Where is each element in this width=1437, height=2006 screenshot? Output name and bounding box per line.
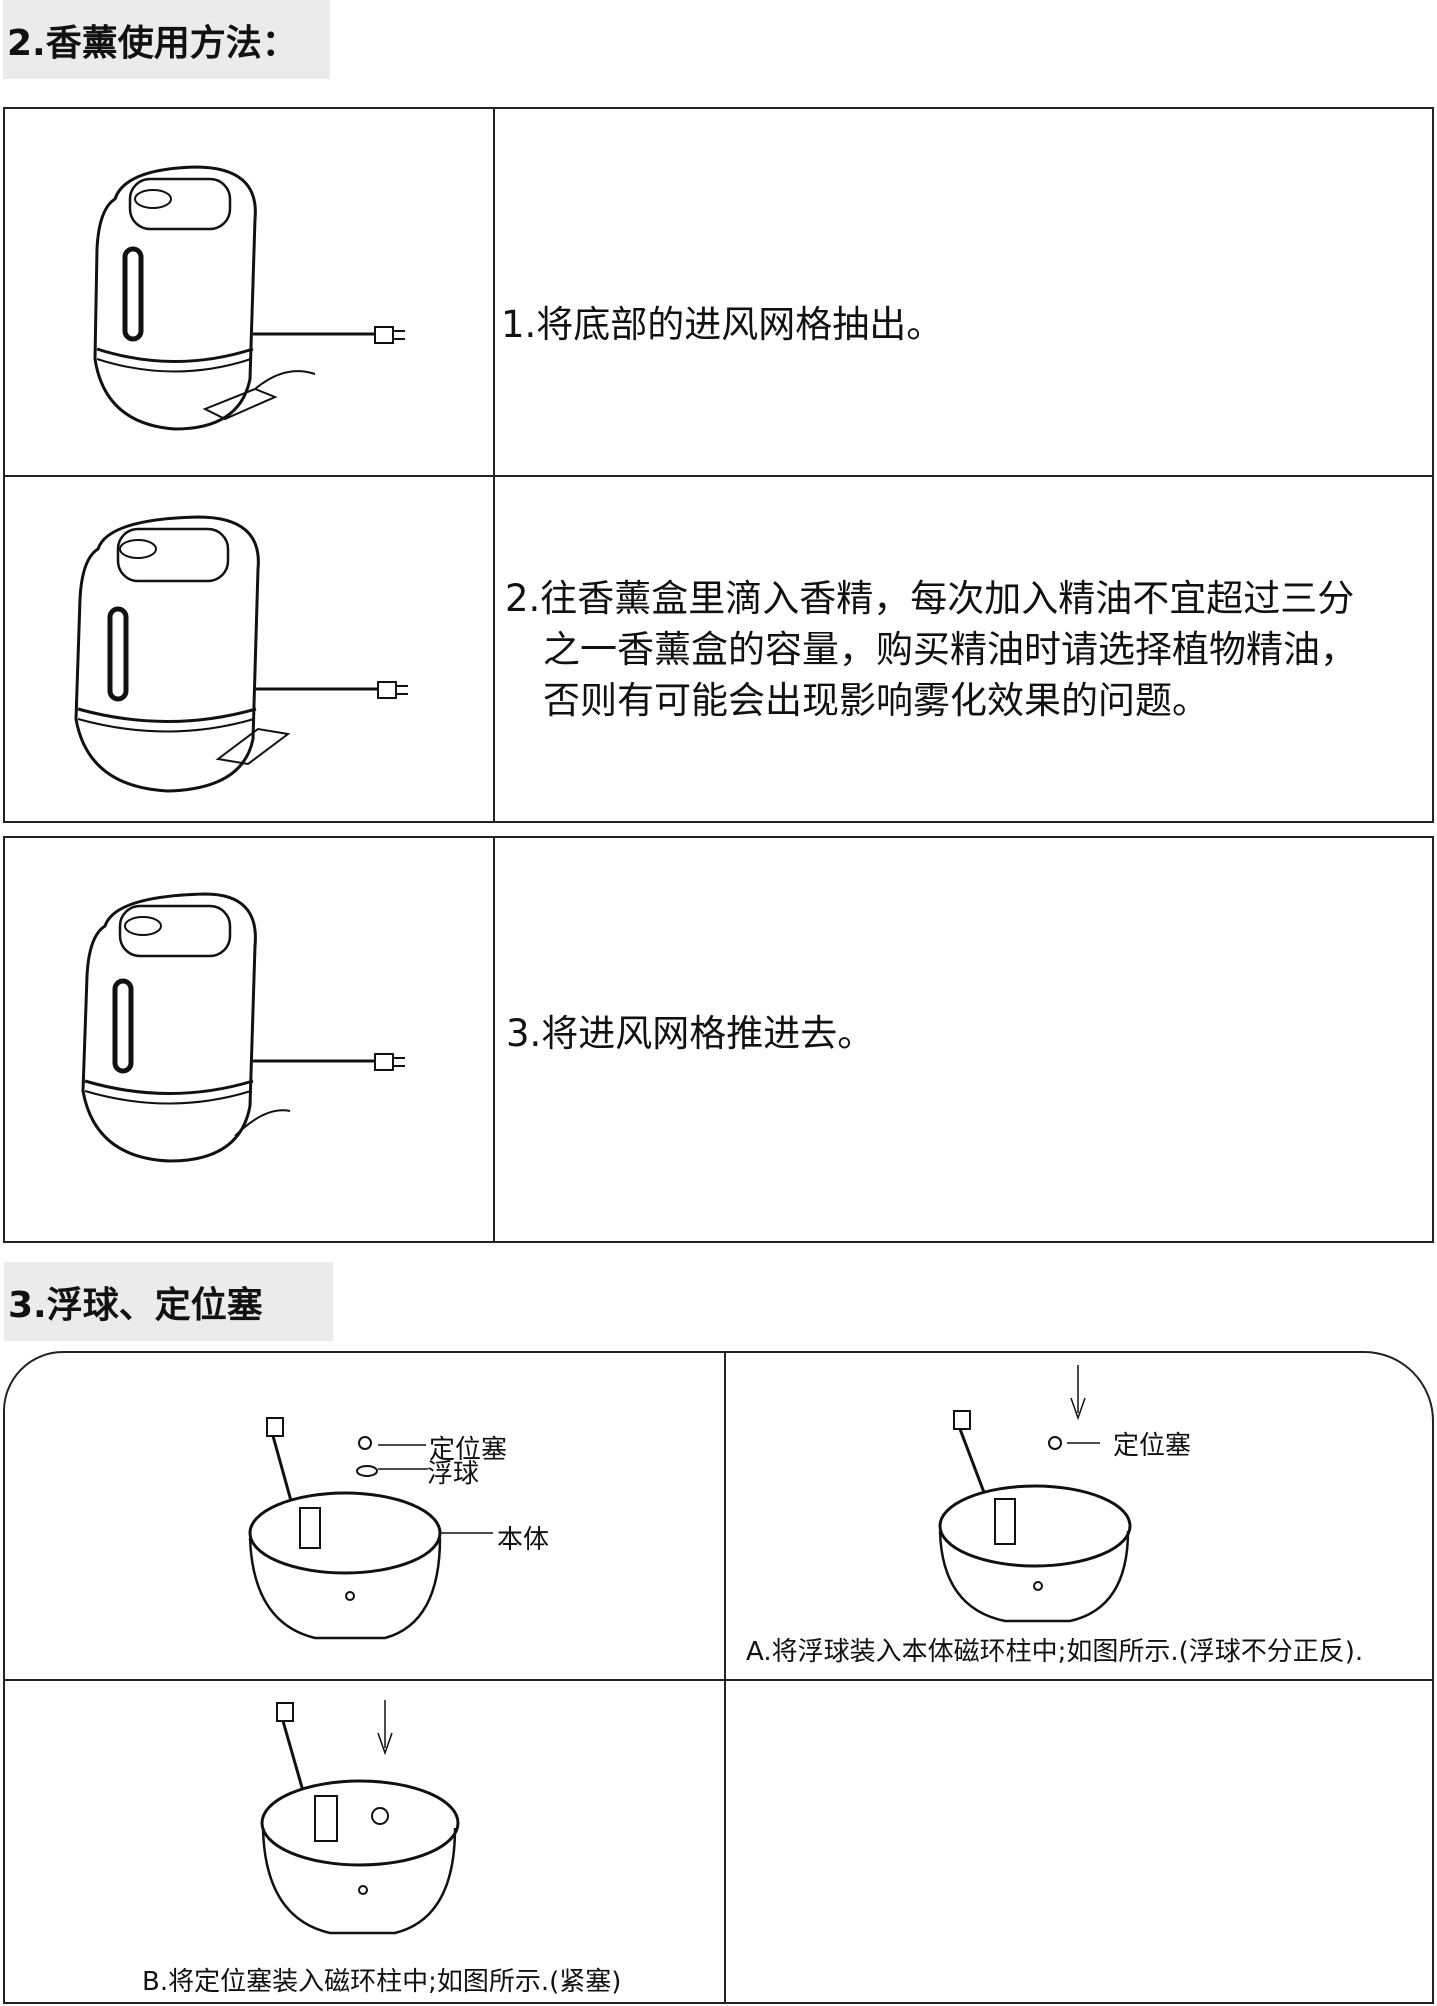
step-2-line: 之一香薰盒的容量，购买精油时请选择植物精油， [543,628,1357,671]
base-with-plug-illustration [260,1700,460,1935]
float-plug-table: 定位塞 浮球 本体 定位塞 A.将浮球装入本体磁环柱中;如图所示.(浮球不分正反… [3,1351,1434,2004]
humidifier-illustration [74,515,408,793]
step-1-text: 1.将底部的进风网格抽出。 [501,303,944,346]
humidifier-illustration [93,165,405,431]
label-body: 本体 [497,1525,550,1555]
base-illustration [248,1417,442,1640]
label-plug: 定位塞 [1113,1431,1192,1461]
step-3-text: 3.将进风网格推进去。 [506,1012,875,1055]
heading-text: 2.香薰使用方法： [7,22,298,64]
caption-a: A.将浮球装入本体磁环柱中;如图所示.(浮球不分正反). [746,1637,1364,1667]
humidifier-illustration [81,892,405,1163]
caption-b: B.将定位塞装入磁环柱中;如图所示.(紧塞) [142,1967,622,1997]
section-heading-float: 3.浮球、定位塞 [4,1262,333,1341]
leader-lines [378,1444,493,1534]
heading-text: 3.浮球、定位塞 [8,1284,263,1326]
label-plug: 定位塞 [429,1435,508,1465]
step-2-text: 2.往香薰盒里滴入香精，每次加入精油不宜超过三分 之一香薰盒的容量，购买精油时请… [505,573,1357,726]
step-2-line: 2.往香薰盒里滴入香精，每次加入精油不宜超过三分 [505,577,1355,620]
base-with-float-illustration [938,1365,1132,1623]
aroma-step-3-table: 3.将进风网格推进去。 [3,836,1434,1243]
section-heading-aroma: 2.香薰使用方法： [3,0,330,79]
step-2-line: 否则有可能会出现影响雾化效果的问题。 [543,679,1209,722]
aroma-steps-table: 1.将底部的进风网格抽出。 2.往香薰盒里滴入香精，每次加入精油不宜超过三分 之… [3,107,1434,823]
label-float: 浮球 [427,1459,480,1489]
